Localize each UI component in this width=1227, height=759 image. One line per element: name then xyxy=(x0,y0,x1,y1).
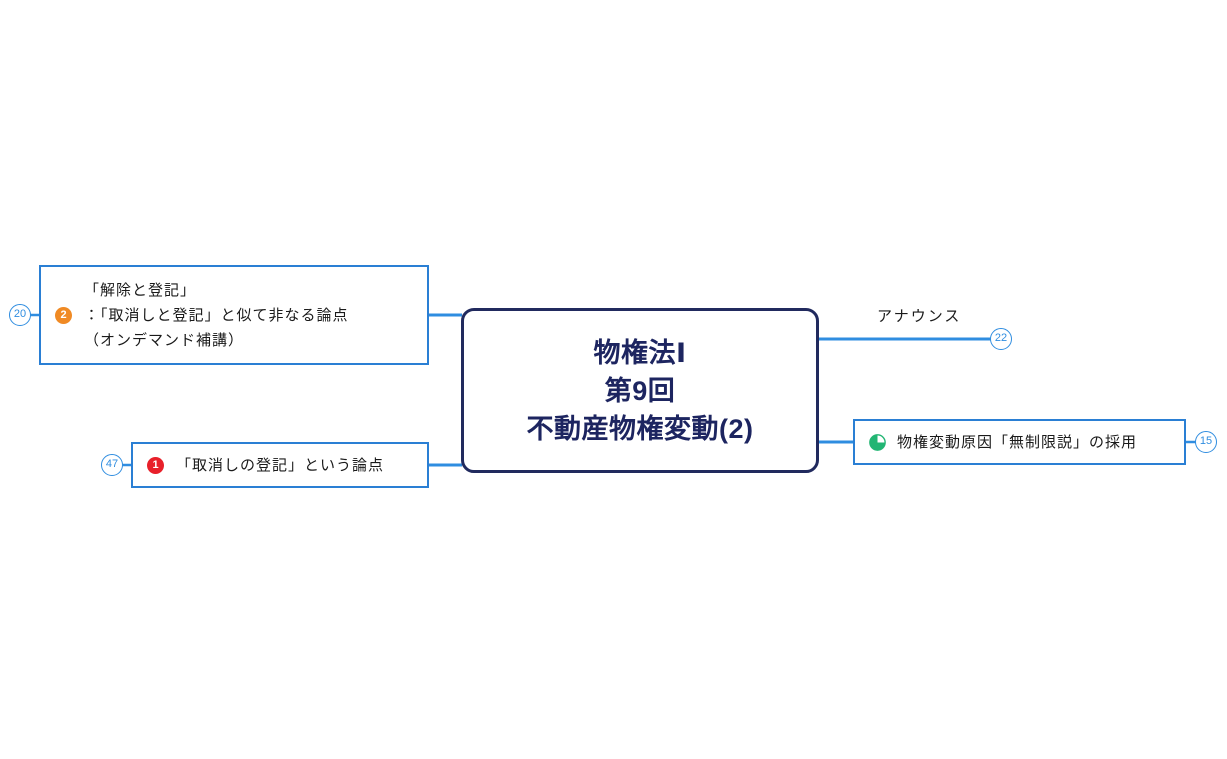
pie-progress-icon xyxy=(869,433,886,451)
branch-text-line-2: ：「取消しと登記」と似て非なる論点 xyxy=(84,306,349,324)
branch-text-line-1: 物権変動原因「無制限説」の採用 xyxy=(897,433,1138,451)
root-line-1: 物権法Ⅰ xyxy=(593,337,687,368)
branch-node-museigensetsu[interactable]: 物権変動原因「無制限説」の採用 xyxy=(853,419,1186,465)
index-marker-22[interactable]: 22 xyxy=(990,328,1012,350)
branch-node-text: 物権変動原因「無制限説」の採用 xyxy=(897,430,1137,455)
branch-text-line-3: （オンデマンド補講） xyxy=(84,331,245,349)
index-marker-15[interactable]: 15 xyxy=(1195,431,1217,453)
branch-node-text: 「取消しの登記」という論点 xyxy=(176,453,384,478)
root-line-2: 第9回 xyxy=(604,375,676,406)
branch-text-line-1: 「解除と登記」 xyxy=(84,281,197,299)
root-line-3: 不動産物権変動(2) xyxy=(526,413,754,444)
branch-node-body: 1 「取消しの登記」という論点 xyxy=(133,453,427,478)
root-node[interactable]: 物権法Ⅰ 第9回 不動産物権変動(2) xyxy=(461,308,819,473)
badge-orange-2: 2 xyxy=(55,306,72,324)
branch-node-torikeshi-no-toki[interactable]: 1 「取消しの登記」という論点 xyxy=(131,442,429,488)
index-marker-47[interactable]: 47 xyxy=(101,454,123,476)
branch-node-body: 物権変動原因「無制限説」の採用 xyxy=(855,430,1184,455)
branch-label-announce[interactable]: アナウンス xyxy=(877,308,962,325)
branch-node-kaijo-to-toki[interactable]: 2 「解除と登記」 ：「取消しと登記」と似て非なる論点 （オンデマンド補講） xyxy=(39,265,429,365)
branch-node-text: 「解除と登記」 ：「取消しと登記」と似て非なる論点 （オンデマンド補講） xyxy=(84,278,349,353)
branch-text-line-1: 「取消しの登記」という論点 xyxy=(176,456,385,474)
index-marker-20[interactable]: 20 xyxy=(9,304,31,326)
badge-red-1: 1 xyxy=(147,456,164,474)
branch-node-body: 2 「解除と登記」 ：「取消しと登記」と似て非なる論点 （オンデマンド補講） xyxy=(41,278,427,353)
